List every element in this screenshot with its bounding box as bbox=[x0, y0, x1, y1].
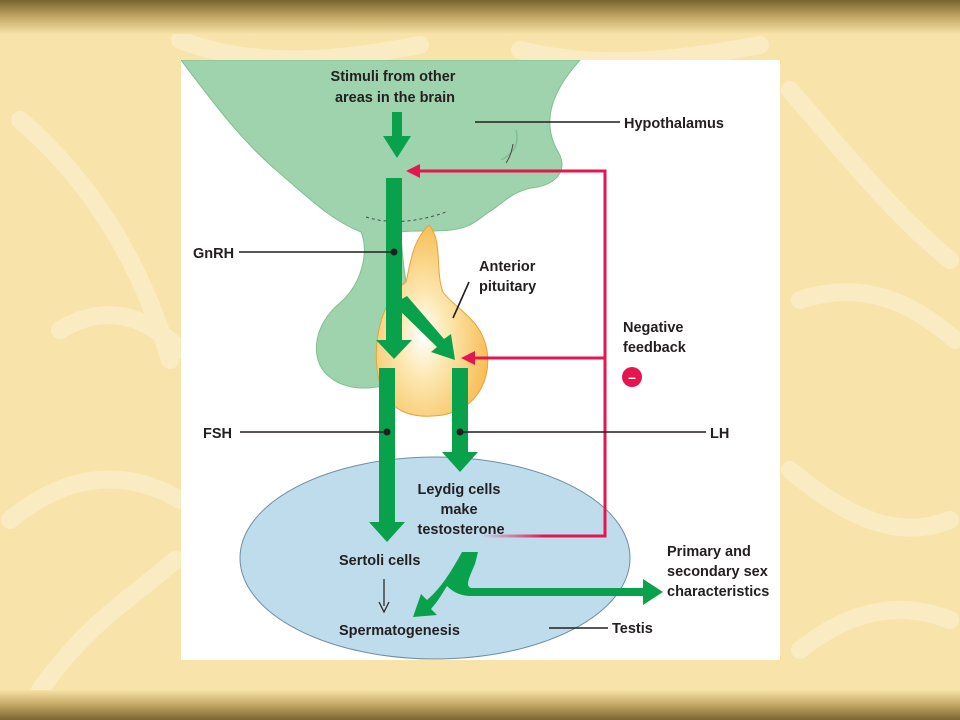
sertoli-label: Sertoli cells bbox=[339, 553, 420, 569]
sex-characteristics-label: Primary and secondary sex characteristic… bbox=[667, 544, 772, 600]
lh-label: LH bbox=[710, 426, 729, 442]
stimulatory-arrows bbox=[369, 112, 663, 617]
negative-feedback-label-line-1: Negative bbox=[623, 320, 683, 336]
negative-feedback-minus-icon bbox=[622, 367, 642, 387]
gnrh-branch-arrow bbox=[393, 296, 455, 360]
negative-feedback-label-line-2: feedback bbox=[623, 340, 687, 356]
hormone-regulation-diagram: – Stimuli from other areas in the brain … bbox=[181, 60, 780, 660]
brain-fold bbox=[505, 143, 514, 164]
fsh-label: FSH bbox=[203, 426, 232, 442]
stimuli-label-line-2: areas in the brain bbox=[335, 90, 455, 106]
gnrh-arrow bbox=[376, 178, 412, 359]
feedback-arrowhead-pituitary bbox=[461, 351, 475, 365]
fsh-arrow bbox=[369, 368, 405, 542]
hypothalamus-label: Hypothalamus bbox=[624, 116, 724, 132]
negative-feedback-sign: – bbox=[628, 369, 636, 385]
testis-shape bbox=[239, 456, 631, 660]
gnrh-label: GnRH bbox=[193, 246, 234, 262]
anterior-pituitary-label: Anterior pituitary bbox=[479, 259, 539, 295]
brain-contour bbox=[500, 129, 518, 161]
sex-characteristics-label-line-1: Primary and bbox=[667, 544, 751, 560]
sex-characteristics-label-line-2: secondary sex bbox=[667, 564, 768, 580]
negative-feedback-label: Negative feedback bbox=[623, 320, 687, 356]
leydig-label: Leydig cells make testosterone bbox=[417, 482, 504, 538]
leydig-label-line-1: Leydig cells bbox=[417, 482, 500, 498]
leader-dots bbox=[383, 248, 464, 436]
spermatogenesis-label: Spermatogenesis bbox=[339, 623, 460, 639]
testis-label: Testis bbox=[612, 621, 653, 637]
stimuli-label: Stimuli from other areas in the brain bbox=[331, 69, 460, 106]
feedback-fade bbox=[481, 534, 545, 538]
anterior-pituitary-label-line-2: pituitary bbox=[479, 279, 536, 295]
feedback-line bbox=[418, 169, 607, 538]
lh-arrow bbox=[442, 368, 478, 472]
testosterone-arrow bbox=[413, 552, 663, 617]
sertoli-spermatogenesis-arrow bbox=[378, 579, 390, 614]
anterior-pituitary-label-line-1: Anterior bbox=[479, 259, 536, 275]
anterior-pituitary-leader bbox=[452, 281, 470, 319]
stimuli-arrow bbox=[383, 112, 411, 158]
leydig-label-line-2: make bbox=[440, 502, 477, 518]
hypothalamus-boundary bbox=[365, 211, 447, 222]
feedback-arrowhead-hypothalamus bbox=[406, 164, 420, 178]
sex-characteristics-label-line-3: characteristics bbox=[667, 584, 769, 600]
negative-feedback-arrows bbox=[406, 164, 607, 538]
leydig-label-line-3: testosterone bbox=[417, 522, 504, 538]
stimuli-label-line-1: Stimuli from other bbox=[331, 69, 456, 85]
leader-lines bbox=[239, 121, 706, 629]
